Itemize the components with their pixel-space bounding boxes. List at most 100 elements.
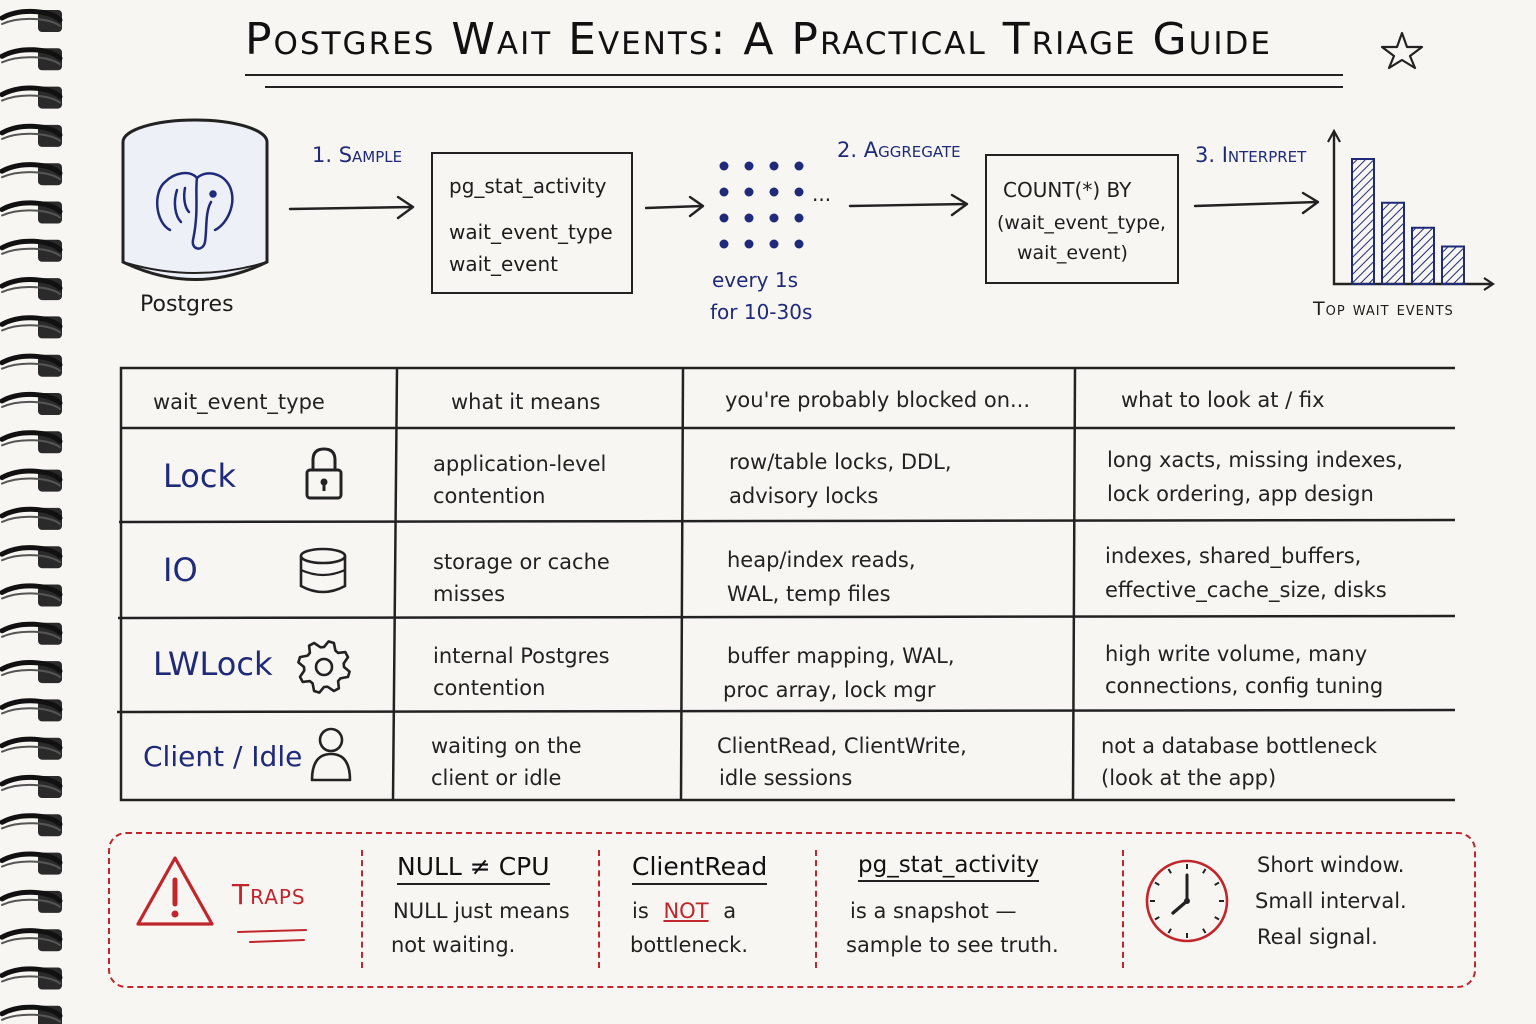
client-means-line2: client or idle (431, 766, 562, 790)
clock-tick (1202, 928, 1207, 934)
padlock-icon (305, 447, 343, 500)
client-blocked-line2: idle sessions (719, 766, 853, 790)
trap2-line2: bottleneck. (630, 933, 749, 957)
spiral-ring-shadow (1, 592, 61, 602)
arrow-right (644, 195, 705, 218)
spiral-ring (0, 506, 63, 521)
trap2-post: a (723, 899, 737, 923)
sample-dot (794, 213, 804, 223)
lwlock-means-line2: contention (433, 676, 546, 700)
trap2-line1: is NOT a (632, 894, 736, 928)
spiral-ring (0, 1004, 63, 1019)
clock-center (1184, 898, 1190, 904)
client-fix-line2: (look at the app) (1101, 766, 1277, 790)
clock-tick (1154, 916, 1160, 921)
spiral-ring (0, 736, 63, 751)
sample-dot (769, 161, 779, 171)
type-lock: Lock (163, 457, 236, 495)
sample-dot (719, 187, 729, 197)
io-blocked-line1: heap/index reads, (727, 548, 916, 572)
sample-dot (794, 161, 804, 171)
trap4-line2: Small interval. (1255, 889, 1407, 913)
spiral-ring (0, 774, 63, 789)
spiral-ring-shadow (1, 132, 61, 142)
lock-means-line2: contention (433, 484, 546, 508)
sample-dot (719, 239, 729, 249)
sample-dots-ellipsis: ... (812, 182, 832, 206)
lock-fix-line1: long xacts, missing indexes, (1107, 448, 1404, 472)
io-fix-line2: effective_cache_size, disks (1105, 578, 1387, 602)
step-interpret-label: 3. Interpret (1195, 143, 1307, 167)
traps-panel (108, 832, 1476, 988)
postgres-database-icon (121, 118, 269, 281)
trap1-line2: not waiting. (391, 933, 516, 957)
warning-icon (136, 856, 214, 926)
type-lwlock: LWLock (153, 645, 273, 683)
trap4-line3: Real signal. (1257, 925, 1378, 949)
sample-dot (744, 187, 754, 197)
type-io: IO (163, 551, 198, 589)
clock-tick (1214, 916, 1220, 921)
spiral-ring (0, 47, 63, 61)
step-sample-label: 1. Sample (312, 143, 403, 167)
header-what-it-means: what it means (451, 390, 601, 414)
io-means-line2: misses (433, 582, 506, 606)
spiral-binding (0, 8, 63, 1024)
top-wait-events-chart (1327, 128, 1495, 291)
spiral-ring (0, 353, 63, 368)
spiral-ring-shadow (1, 937, 61, 947)
header-wait-event-type: wait_event_type (153, 390, 325, 414)
type-client-idle: Client / Idle (143, 740, 303, 773)
arrow-right (288, 195, 415, 220)
traps-divider (1122, 850, 1124, 968)
spiral-ring-shadow (1, 745, 61, 755)
io-fix-line1: indexes, shared_buffers, (1105, 544, 1362, 568)
spiral-ring (0, 200, 63, 214)
title-underline-2 (265, 86, 1343, 88)
trap4-line1: Short window. (1257, 853, 1405, 877)
title-underline (245, 74, 1343, 76)
gear-hub (314, 657, 334, 677)
agg-box-line2: (wait_event_type, (997, 212, 1166, 234)
lwlock-blocked-line2: proc array, lock mgr (723, 678, 936, 702)
database-icon (299, 547, 347, 594)
spiral-ring-shadow (1, 975, 61, 985)
client-means-line1: waiting on the (431, 734, 582, 758)
spiral-ring-shadow (1, 669, 61, 679)
spiral-ring-shadow (1, 477, 61, 487)
spiral-ring-shadow (1, 1013, 61, 1023)
chart-caption: Top wait events (1313, 298, 1454, 320)
lwlock-fix-line2: connections, config tuning (1105, 674, 1384, 698)
star-icon (1380, 31, 1424, 70)
clock-tick (1167, 928, 1172, 934)
spiral-ring-shadow (1, 707, 61, 717)
spiral-ring (0, 162, 63, 176)
spiral-ring (0, 583, 63, 597)
spiral-ring (0, 889, 63, 904)
spiral-ring-shadow (1, 56, 61, 66)
spiral-ring (0, 545, 63, 559)
trap3-heading: pg_stat_activity (858, 852, 1040, 882)
postgres-label: Postgres (140, 292, 234, 317)
trap2-heading: ClientRead (632, 852, 768, 885)
spiral-ring-shadow (1, 898, 61, 908)
spiral-ring (0, 813, 63, 827)
trap3-line2: sample to see truth. (846, 933, 1059, 957)
gear-outline (297, 640, 351, 694)
spiral-ring (0, 621, 63, 636)
io-blocked-line2: WAL, temp files (727, 582, 891, 606)
spiral-ring-shadow (1, 515, 61, 525)
lock-fix-line2: lock ordering, app design (1107, 482, 1374, 506)
spiral-ring-shadow (1, 171, 61, 181)
sample-box-title: pg_stat_activity (449, 174, 607, 198)
chart-bar (1381, 201, 1405, 285)
client-fix-line1: not a database bottleneck (1101, 734, 1377, 758)
pg-stat-activity-box: pg_stat_activity wait_event_type wait_ev… (431, 152, 633, 294)
spiral-ring-shadow (1, 362, 61, 372)
spiral-ring (0, 277, 63, 291)
sample-box-line2: wait_event (449, 252, 558, 276)
lock-means-line1: application-level (433, 452, 607, 476)
spiral-ring (0, 8, 63, 23)
io-means-line1: storage or cache (433, 550, 610, 574)
sample-dot (744, 213, 754, 223)
